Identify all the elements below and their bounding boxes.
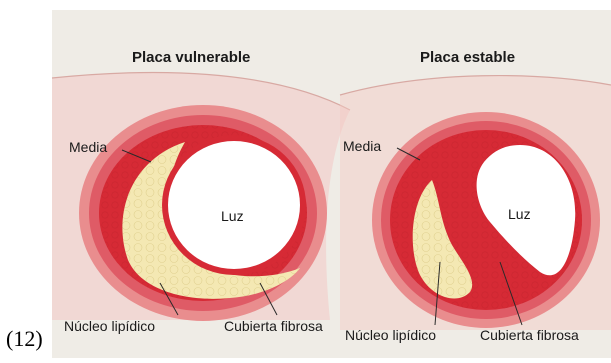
label-lumen-right: Luz — [508, 206, 531, 222]
label-lipid-core-right: Núcleo lipídico — [345, 327, 436, 343]
lumen-left — [168, 141, 300, 269]
stable-plaque-artery — [372, 112, 600, 328]
vulnerable-plaque-artery — [79, 105, 327, 321]
panel-title-vulnerable: Placa vulnerable — [132, 49, 250, 66]
label-lumen-left: Luz — [221, 208, 244, 224]
label-media-right: Media — [343, 138, 381, 154]
label-media-left: Media — [69, 139, 107, 155]
label-fibrous-cap-left: Cubierta fibrosa — [224, 318, 323, 334]
label-lipid-core-left: Núcleo lipídico — [64, 318, 155, 334]
panel-title-stable: Placa estable — [420, 49, 515, 66]
label-fibrous-cap-right: Cubierta fibrosa — [480, 327, 579, 343]
figure-number: (12) — [6, 326, 43, 352]
